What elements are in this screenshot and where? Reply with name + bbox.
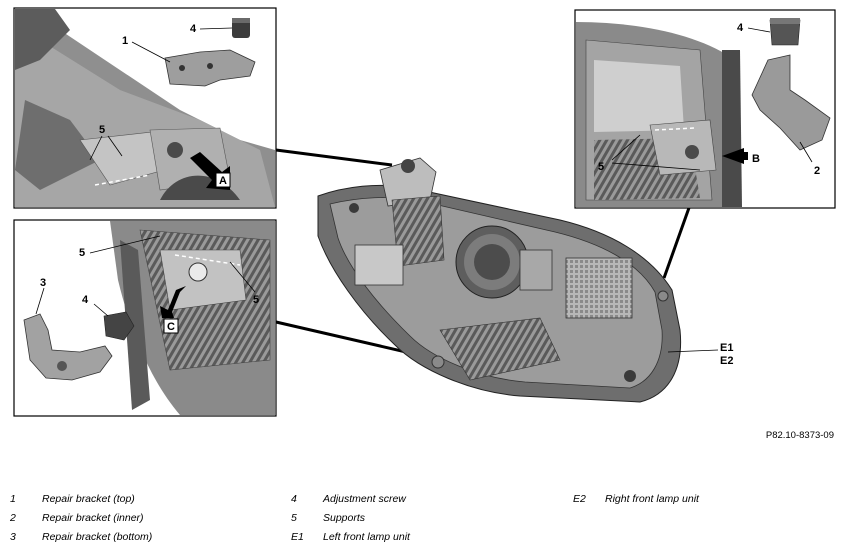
tl-callout-4: 4: [190, 23, 197, 35]
bl-letter-c: C: [167, 321, 175, 333]
tr-callout-2: 2: [814, 165, 820, 177]
inset-top-right: [574, 9, 836, 209]
bl-callout-5a: 5: [79, 247, 85, 259]
headlamp-repair-diagram: E1 E2 1 4 5 A: [13, 7, 836, 417]
tl-callout-5: 5: [99, 124, 105, 136]
bl-callout-4: 4: [82, 294, 89, 306]
tr-callout-4: 4: [737, 22, 744, 34]
tl-callout-1: 1: [122, 35, 128, 47]
bl-callout-3: 3: [40, 277, 46, 289]
tr-letter-b: B: [752, 153, 760, 165]
inset-bottom-left: [13, 219, 277, 417]
inset-top-left: [13, 7, 277, 209]
figure-id: P82.10-8373-09: [765, 430, 834, 441]
callout-e2: E2: [720, 355, 733, 367]
callout-e1: E1: [720, 342, 733, 354]
tr-callout-5: 5: [598, 161, 604, 173]
main-headlamp-unit: [317, 157, 719, 403]
tl-letter-a: A: [219, 175, 227, 187]
bl-callout-5b: 5: [253, 294, 259, 306]
